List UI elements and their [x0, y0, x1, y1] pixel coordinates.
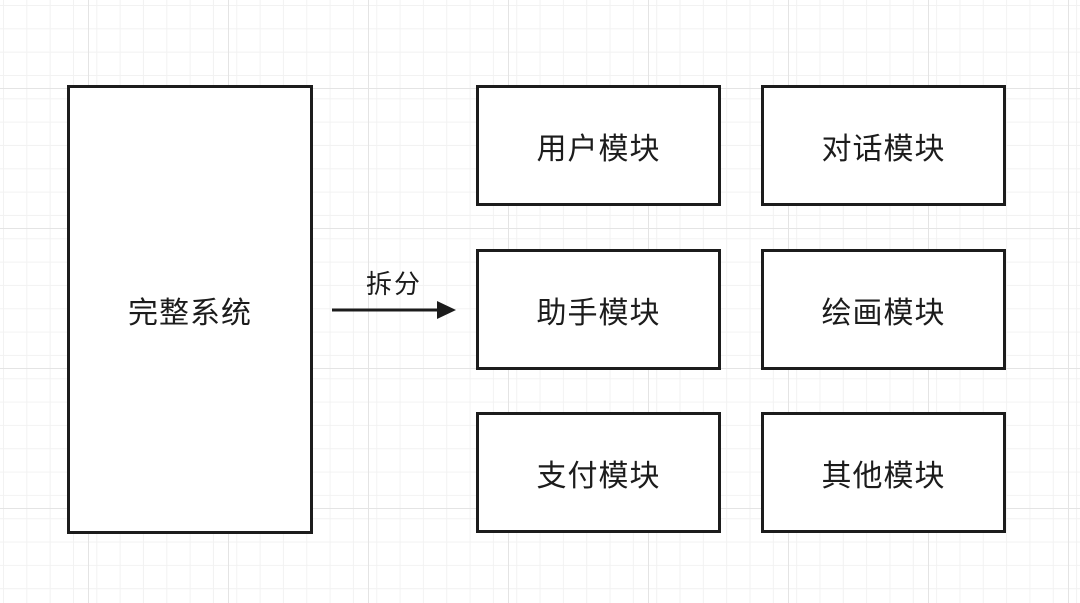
- payment-module-node: 支付模块: [476, 412, 721, 533]
- dialog-module-label: 对话模块: [821, 132, 946, 166]
- user-module-node: 用户模块: [476, 85, 721, 206]
- other-module-label: 其他模块: [821, 459, 946, 493]
- split-arrow-group: 拆分: [313, 258, 475, 328]
- drawing-module-label: 绘画模块: [821, 296, 946, 330]
- payment-module-label: 支付模块: [536, 459, 661, 493]
- user-module-label: 用户模块: [536, 132, 661, 166]
- complete-system-label: 完整系统: [128, 296, 252, 330]
- dialog-module-node: 对话模块: [761, 85, 1006, 206]
- split-arrow-icon: [332, 301, 456, 319]
- other-module-node: 其他模块: [761, 412, 1006, 533]
- assistant-module-label: 助手模块: [536, 296, 661, 330]
- drawing-module-node: 绘画模块: [761, 249, 1006, 370]
- assistant-module-node: 助手模块: [476, 249, 721, 370]
- split-arrow-label: 拆分: [365, 269, 422, 299]
- complete-system-node: 完整系统: [67, 85, 313, 534]
